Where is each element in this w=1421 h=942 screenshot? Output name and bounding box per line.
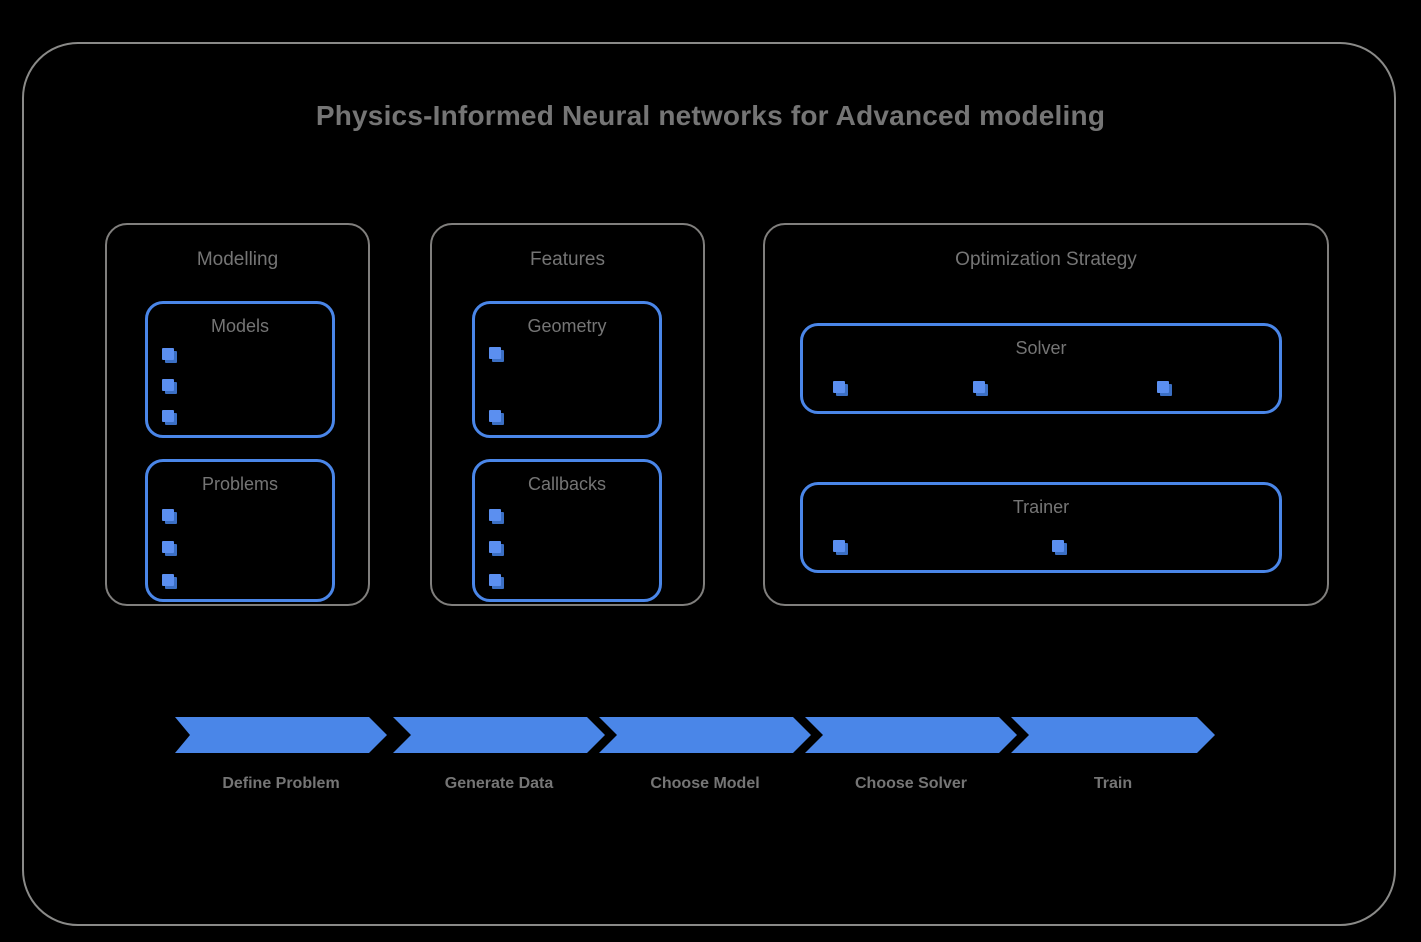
cube-bullet-icon bbox=[489, 541, 504, 556]
group-title-modelling: Modelling bbox=[196, 249, 279, 270]
sub-box-solver[interactable]: Solver bbox=[800, 323, 1282, 414]
sub-box-title-problems: Problems bbox=[201, 474, 279, 494]
cube-bullet-icon bbox=[489, 509, 504, 524]
sub-box-title-geometry: Geometry bbox=[527, 316, 607, 336]
flow-step-define-problem[interactable] bbox=[175, 717, 387, 753]
sub-box-title-trainer: Trainer bbox=[1012, 497, 1070, 517]
cube-bullet-icon bbox=[162, 348, 177, 363]
flow-step-train[interactable] bbox=[1011, 717, 1215, 753]
sub-box-title-solver: Solver bbox=[1015, 338, 1067, 358]
cube-bullet-icon bbox=[162, 541, 177, 556]
cube-bullet-icon bbox=[833, 381, 848, 396]
cube-bullet-icon bbox=[1052, 540, 1067, 555]
flow-label-generate-data: Generate Data bbox=[444, 775, 554, 792]
cube-bullet-icon bbox=[162, 410, 177, 425]
sub-box-geometry[interactable]: Geometry bbox=[472, 301, 662, 438]
group-panel-features: Features bbox=[430, 223, 705, 606]
flow-step-choose-model[interactable] bbox=[599, 717, 811, 753]
cube-bullet-icon bbox=[162, 509, 177, 524]
cube-bullet-icon bbox=[1157, 381, 1172, 396]
sub-box-title-models: Models bbox=[210, 316, 270, 336]
group-panel-optimization-strategy: Optimization Strategy bbox=[763, 223, 1329, 606]
cube-bullet-icon bbox=[162, 379, 177, 394]
cube-bullet-icon bbox=[489, 410, 504, 425]
cube-bullet-icon bbox=[833, 540, 848, 555]
outer-container-frame bbox=[22, 42, 1396, 926]
sub-box-trainer[interactable]: Trainer bbox=[800, 482, 1282, 573]
flow-step-choose-solver[interactable] bbox=[805, 717, 1017, 753]
cube-bullet-icon bbox=[489, 347, 504, 362]
flow-step-generate-data[interactable] bbox=[393, 717, 605, 753]
group-panel-modelling: Modelling bbox=[105, 223, 370, 606]
flow-label-choose-model: Choose Model bbox=[650, 775, 760, 792]
flow-label-train: Train bbox=[1093, 775, 1133, 792]
sub-box-title-callbacks: Callbacks bbox=[527, 474, 607, 494]
group-title-features: Features bbox=[530, 249, 605, 270]
cube-bullet-icon bbox=[973, 381, 988, 396]
cube-bullet-icon bbox=[162, 574, 177, 589]
page-title: Physics-Informed Neural networks for Adv… bbox=[315, 100, 1106, 131]
group-title-optimization-strategy: Optimization Strategy bbox=[955, 249, 1137, 270]
sub-box-models[interactable]: Models bbox=[145, 301, 335, 438]
flow-label-choose-solver: Choose Solver bbox=[854, 775, 968, 792]
sub-box-callbacks[interactable]: Callbacks bbox=[472, 459, 662, 602]
flow-label-define-problem: Define Problem bbox=[222, 775, 340, 792]
sub-box-problems[interactable]: Problems bbox=[145, 459, 335, 602]
process-flow: Define Problem Generate Data Choose Mode… bbox=[175, 717, 1215, 792]
cube-bullet-icon bbox=[489, 574, 504, 589]
